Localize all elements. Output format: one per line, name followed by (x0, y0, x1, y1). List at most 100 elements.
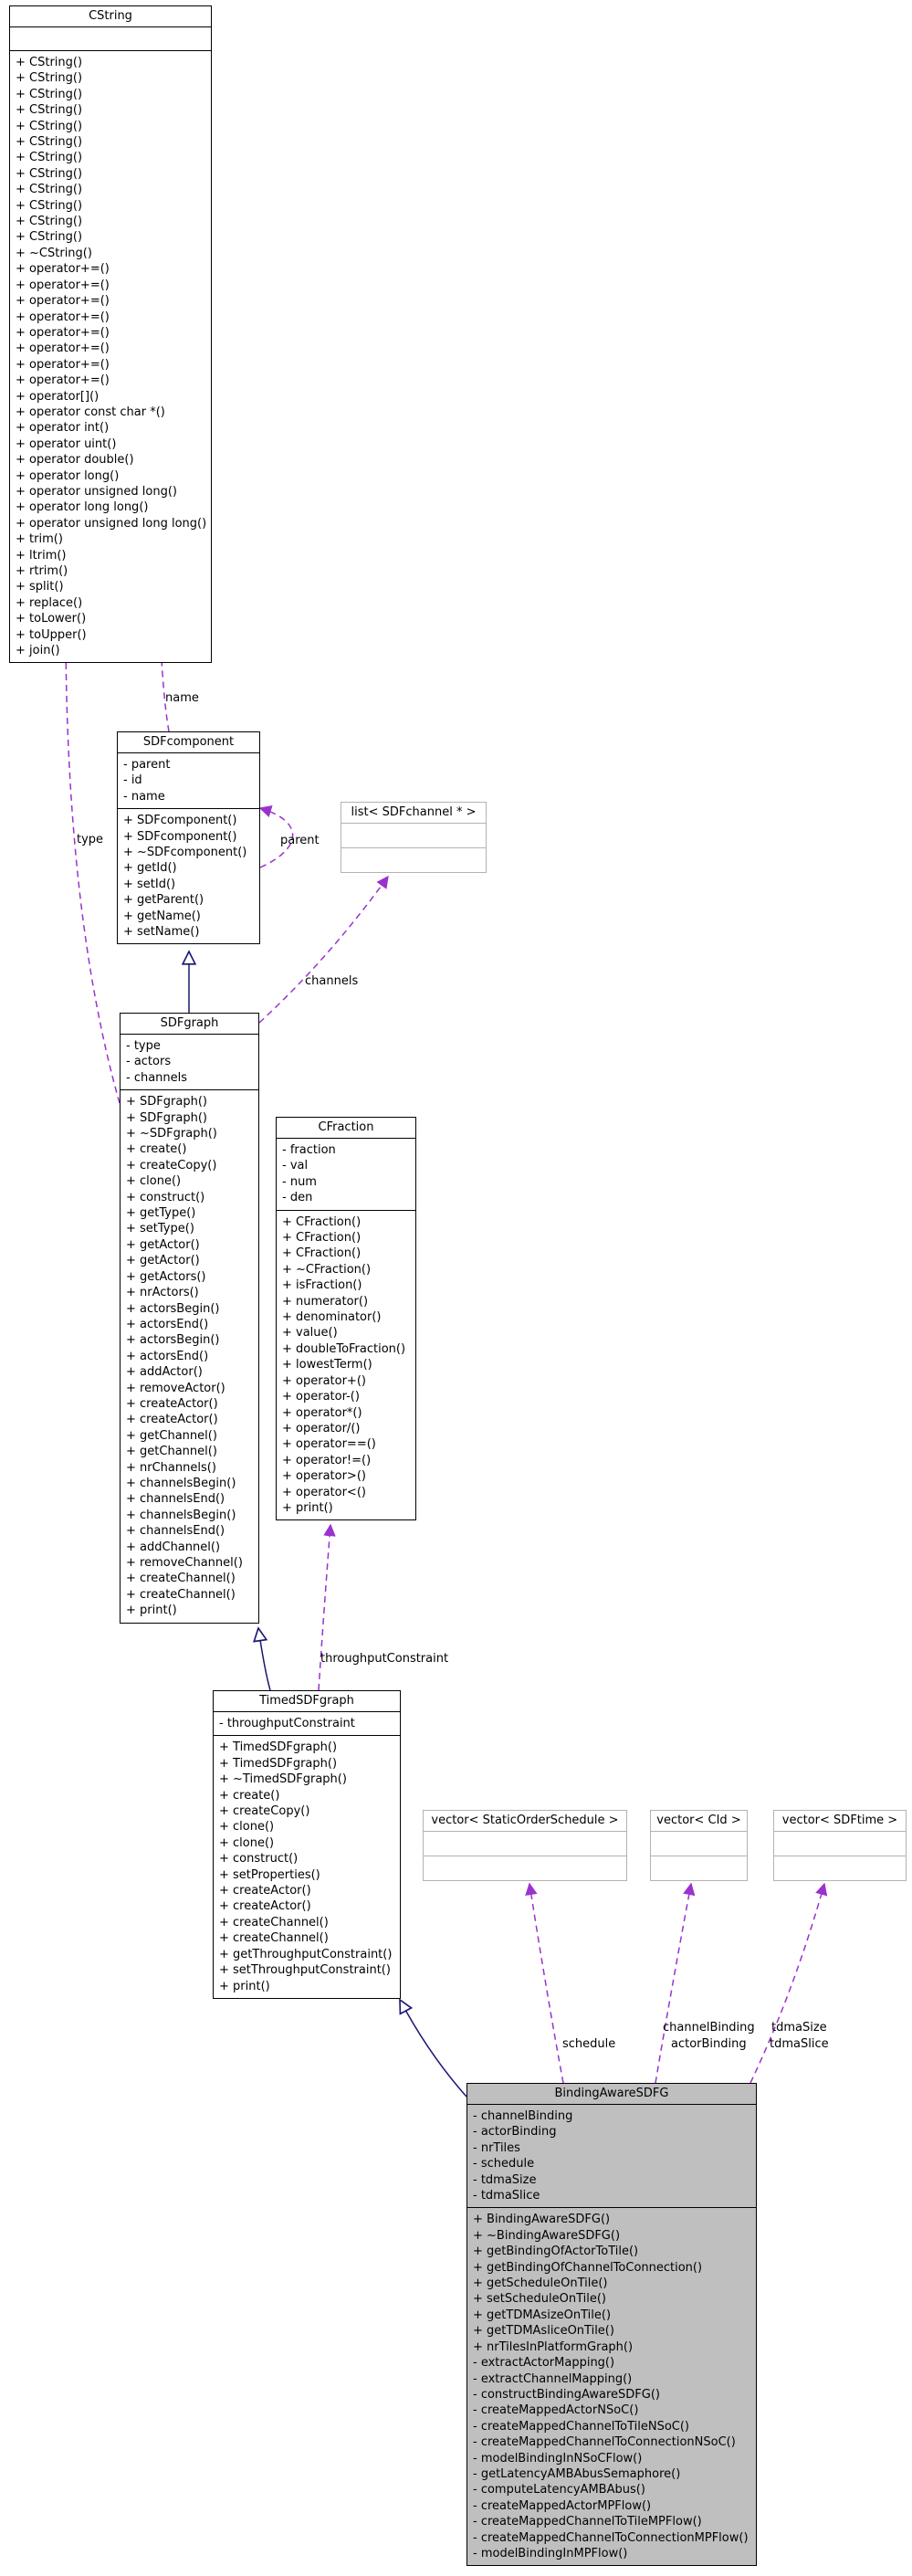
edge-label-parent: parent (280, 834, 320, 847)
member: + ~BindingAwareSDFG() (473, 2228, 621, 2243)
member: + ~TimedSDFgraph() (219, 1772, 347, 1787)
member: + getParent() (123, 893, 204, 908)
methods-section (424, 1856, 626, 1880)
member: + rtrim() (16, 564, 68, 578)
member: + createChannel() (126, 1572, 236, 1586)
member: + CString() (16, 56, 83, 69)
attributes-section: - type- actors- channels (121, 1034, 258, 1089)
member: - channelBinding (473, 2109, 573, 2123)
member: - nrTiles (473, 2140, 520, 2155)
member: + CString() (16, 198, 83, 213)
member: + split() (16, 580, 64, 594)
methods-section: + SDFcomponent()+ SDFcomponent()+ ~SDFco… (118, 808, 259, 943)
member: - den (282, 1191, 313, 1205)
member: + SDFgraph() (126, 1110, 207, 1125)
member: + TimedSDFgraph() (219, 1756, 338, 1771)
member: + createChannel() (219, 1931, 329, 1946)
member: - createMappedChannelToTileNSoC() (473, 2419, 689, 2434)
methods-section (341, 847, 486, 872)
edge-label-actorbinding: actorBinding (671, 2037, 747, 2051)
member: - fraction (282, 1143, 336, 1157)
member: - channels (126, 1070, 188, 1085)
edge-label-schedule: schedule (562, 2037, 616, 2051)
methods-section: + BindingAwareSDFG()+ ~BindingAwareSDFG(… (467, 2207, 756, 2565)
edge-label-throughputconstraint: throughputConstraint (320, 1652, 449, 1666)
member: - throughputConstraint (219, 1717, 355, 1730)
member: + operator!=() (282, 1453, 372, 1467)
member: + operator>() (282, 1469, 366, 1484)
member: + operator+=() (16, 278, 110, 292)
member: + isFraction() (282, 1278, 362, 1293)
member: + operator[]() (16, 389, 100, 404)
member: - createMappedActorMPFlow() (473, 2498, 652, 2513)
member: + CString() (16, 230, 83, 245)
class-vector-staticorderschedule[interactable]: vector< StaticOrderSchedule > (423, 1810, 627, 1881)
member: + addChannel() (126, 1540, 221, 1554)
use-sdfgraph-cstring-type (59, 621, 121, 1104)
class-sdfcomponent[interactable]: SDFcomponent - parent- id- name + SDFcom… (117, 731, 260, 945)
attributes-section (341, 823, 486, 847)
member: + operator+=() (16, 294, 110, 309)
member: + getActor() (126, 1237, 200, 1252)
member: + CString() (16, 183, 83, 197)
member: + setType() (126, 1222, 194, 1236)
member: + removeActor() (126, 1381, 225, 1395)
member: + value() (282, 1326, 338, 1341)
member: + operator<() (282, 1485, 366, 1499)
member: + construct() (219, 1852, 299, 1866)
edge-label-type: type (77, 833, 104, 846)
class-title: SDFgraph (160, 1016, 219, 1030)
member: + ~CString() (16, 246, 92, 260)
member: + addActor() (126, 1365, 203, 1380)
member: + CFraction() (282, 1231, 362, 1246)
class-vector-cid[interactable]: vector< CId > (650, 1810, 748, 1881)
member: + operator unsigned long() (16, 484, 178, 499)
use-binding-vector-schedule (525, 1882, 564, 2084)
member: + setId() (123, 877, 176, 891)
use-binding-vector-cid (655, 1882, 696, 2084)
class-title: CFraction (318, 1120, 374, 1134)
member: + getTDMAsizeOnTile() (473, 2308, 612, 2322)
member: + operator double() (16, 453, 134, 468)
class-bindingawaresdfg[interactable]: BindingAwareSDFG - channelBinding- actor… (466, 2083, 757, 2567)
member: + actorsBegin() (126, 1333, 220, 1348)
member: + CString() (16, 135, 83, 150)
member: + getThroughputConstraint() (219, 1947, 393, 1961)
attributes-section: - parent- id- name (118, 752, 259, 808)
class-title: vector< SDFtime > (781, 1814, 898, 1827)
member: + operator+=() (16, 373, 110, 388)
use-sdfcomponent-self-parent (258, 805, 294, 868)
member: + getActor() (126, 1254, 200, 1268)
member: + replace() (16, 595, 83, 610)
member: + CString() (16, 166, 83, 181)
class-cstring[interactable]: CString + CString()+ CString()+ CString(… (9, 5, 212, 664)
member: + actorsBegin() (126, 1301, 220, 1316)
member: + SDFcomponent() (123, 829, 237, 844)
attributes-section (424, 1831, 626, 1856)
member: + operator const char *() (16, 405, 165, 419)
class-vector-sdftime[interactable]: vector< SDFtime > (773, 1810, 907, 1881)
member: - createMappedActorNSoC() (473, 2403, 639, 2418)
member: + trim() (16, 532, 63, 547)
class-list-sdfchannel[interactable]: list< SDFchannel * > (341, 802, 487, 873)
class-timedsdfgraph[interactable]: TimedSDFgraph - throughputConstraint + T… (213, 1690, 401, 1999)
member: + BindingAwareSDFG() (473, 2213, 611, 2227)
member: - parent (123, 758, 171, 772)
attributes-section: - throughputConstraint (214, 1711, 400, 1735)
methods-section (774, 1856, 906, 1880)
member: + CString() (16, 71, 83, 86)
member: + operator long() (16, 468, 120, 483)
member: + createActor() (126, 1413, 218, 1427)
member: + createCopy() (219, 1804, 310, 1819)
member: - extractChannelMapping() (473, 2371, 633, 2386)
class-sdfgraph[interactable]: SDFgraph - type- actors- channels + SDFg… (120, 1013, 259, 1624)
member: - actorBinding (473, 2125, 557, 2140)
class-cfraction[interactable]: CFraction - fraction- val- num- den + CF… (276, 1117, 416, 1521)
member: + doubleToFraction() (282, 1341, 406, 1356)
member: + ~SDFcomponent() (123, 846, 247, 860)
member: + CString() (16, 151, 83, 165)
methods-section: + TimedSDFgraph()+ TimedSDFgraph()+ ~Tim… (214, 1735, 400, 1998)
member: - createMappedChannelToConnectionMPFlow(… (473, 2530, 749, 2545)
member: + denominator() (282, 1310, 382, 1325)
